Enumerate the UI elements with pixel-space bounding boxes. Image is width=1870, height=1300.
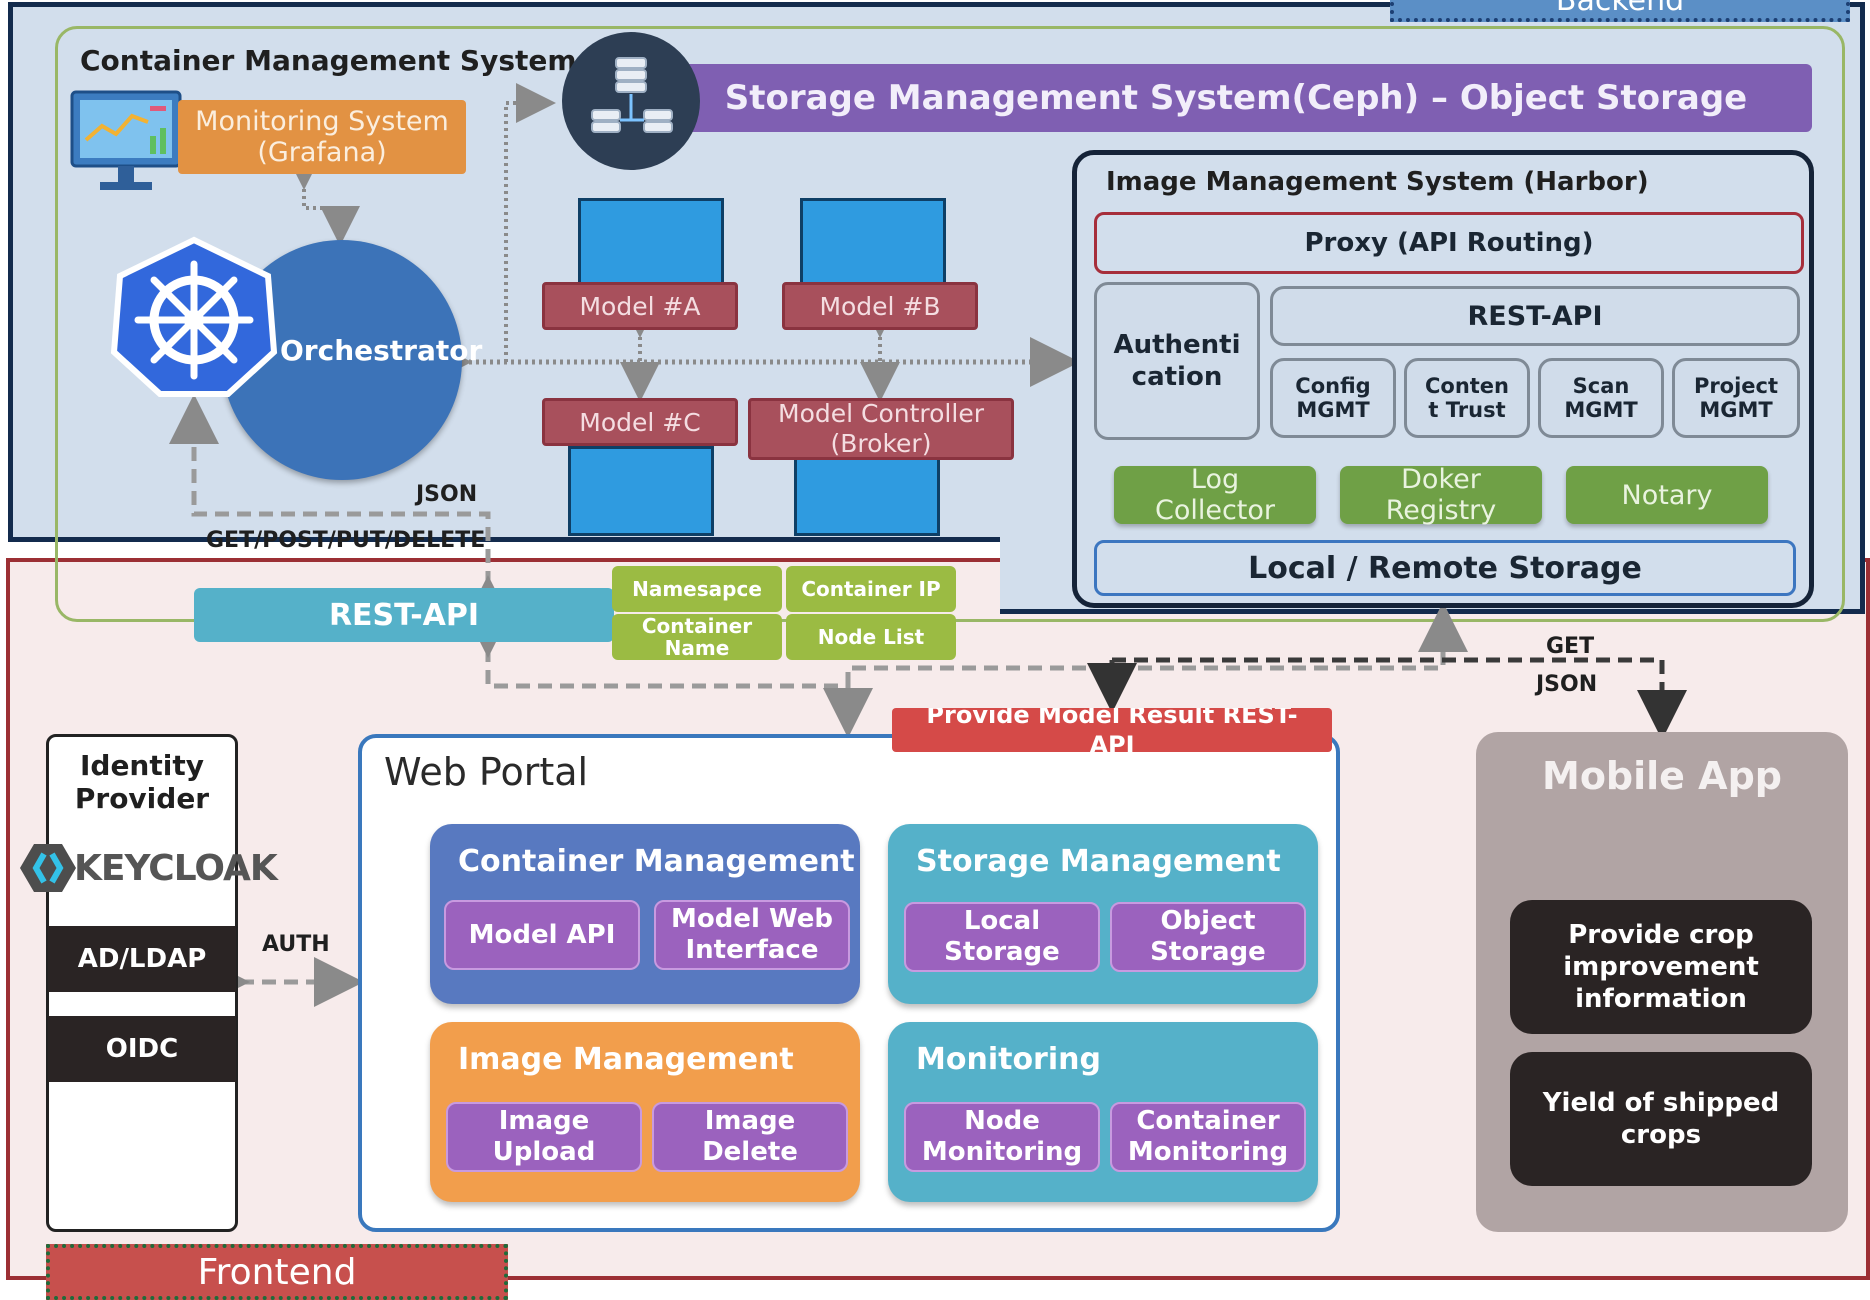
yield-shipped-crops-button[interactable]: Yield of shipped crops <box>1510 1052 1812 1186</box>
orchestrator-label: Orchestrator <box>280 334 483 367</box>
scan-mgmt: Scan MGMT <box>1538 358 1664 438</box>
tag-container-ip: Container IP <box>786 566 956 612</box>
docker-registry: Doker Registry <box>1340 464 1542 526</box>
monitoring-system: Monitoring System (Grafana) <box>178 100 466 174</box>
object-storage-button[interactable]: Object Storage <box>1110 902 1306 972</box>
json-label: JSON <box>416 482 478 507</box>
backend-tab: Backend <box>1390 0 1850 22</box>
mobile-app-title: Mobile App <box>1542 754 1782 798</box>
ad-ldap: AD/LDAP <box>48 926 236 992</box>
provide-model-result-api: Provide Model Result REST- API <box>892 708 1332 752</box>
get-label: GET <box>1546 634 1595 659</box>
json-label-frontend: JSON <box>1536 672 1598 697</box>
config-mgmt: Config MGMT <box>1270 358 1396 438</box>
crop-improvement-button[interactable]: Provide crop improvement information <box>1510 900 1812 1034</box>
tag-container-name: Container Name <box>612 614 782 660</box>
image-delete-button[interactable]: Image Delete <box>652 1102 848 1172</box>
identity-provider-title: Identity Provider <box>74 749 210 815</box>
storage-management-bar: Storage Management System(Ceph) – Object… <box>660 64 1812 132</box>
kubernetes-helm-icon <box>110 236 278 398</box>
storage-management-title: Storage Management <box>916 844 1281 879</box>
local-remote-storage: Local / Remote Storage <box>1094 540 1796 596</box>
node-monitoring-button[interactable]: Node Monitoring <box>904 1102 1100 1172</box>
web-portal-title: Web Portal <box>384 750 589 794</box>
monitor-chart-icon <box>68 88 184 196</box>
monitoring-title: Monitoring <box>916 1042 1101 1077</box>
auth-label: AUTH <box>262 932 330 957</box>
model-c: Model #C <box>542 398 738 446</box>
cms-title: Container Management System <box>80 44 577 77</box>
proxy-box: Proxy (API Routing) <box>1094 212 1804 274</box>
harbor-title: Image Management System (Harbor) <box>1106 167 1649 197</box>
harbor-rest-api: REST-API <box>1270 286 1800 346</box>
rest-api-bar: REST-API <box>194 588 614 642</box>
keycloak-logo-icon <box>20 842 76 894</box>
frontend-tab: Frontend <box>46 1244 508 1300</box>
model-web-interface-button[interactable]: Model Web Interface <box>654 900 850 970</box>
project-mgmt: Project MGMT <box>1672 358 1800 438</box>
log-collector: Log Collector <box>1114 464 1316 526</box>
model-a: Model #A <box>542 282 738 330</box>
authentication-box: Authenti cation <box>1094 282 1260 440</box>
model-api-button[interactable]: Model API <box>444 900 640 970</box>
tag-node-list: Node List <box>786 614 956 660</box>
docker-whale-icon <box>800 198 946 290</box>
tag-namespace: Namesapce <box>612 566 782 612</box>
docker-whale-icon <box>568 446 714 536</box>
image-upload-button[interactable]: Image Upload <box>446 1102 642 1172</box>
docker-whale-icon <box>794 446 940 536</box>
keycloak-logo-text: KEYCLOAK <box>74 848 278 889</box>
model-controller: Model Controller (Broker) <box>748 398 1014 460</box>
docker-whale-icon <box>578 198 724 290</box>
notary: Notary <box>1566 466 1768 524</box>
content-trust: Conten t Trust <box>1404 358 1530 438</box>
model-b: Model #B <box>782 282 978 330</box>
oidc: OIDC <box>48 1016 236 1082</box>
local-storage-button[interactable]: Local Storage <box>904 902 1100 972</box>
server-cluster-icon <box>562 32 700 170</box>
methods-label: GET/POST/PUT/DELETE <box>206 528 486 553</box>
container-management-title: Container Management <box>458 844 855 879</box>
container-monitoring-button[interactable]: Container Monitoring <box>1110 1102 1306 1172</box>
image-management-title: Image Management <box>458 1042 794 1077</box>
